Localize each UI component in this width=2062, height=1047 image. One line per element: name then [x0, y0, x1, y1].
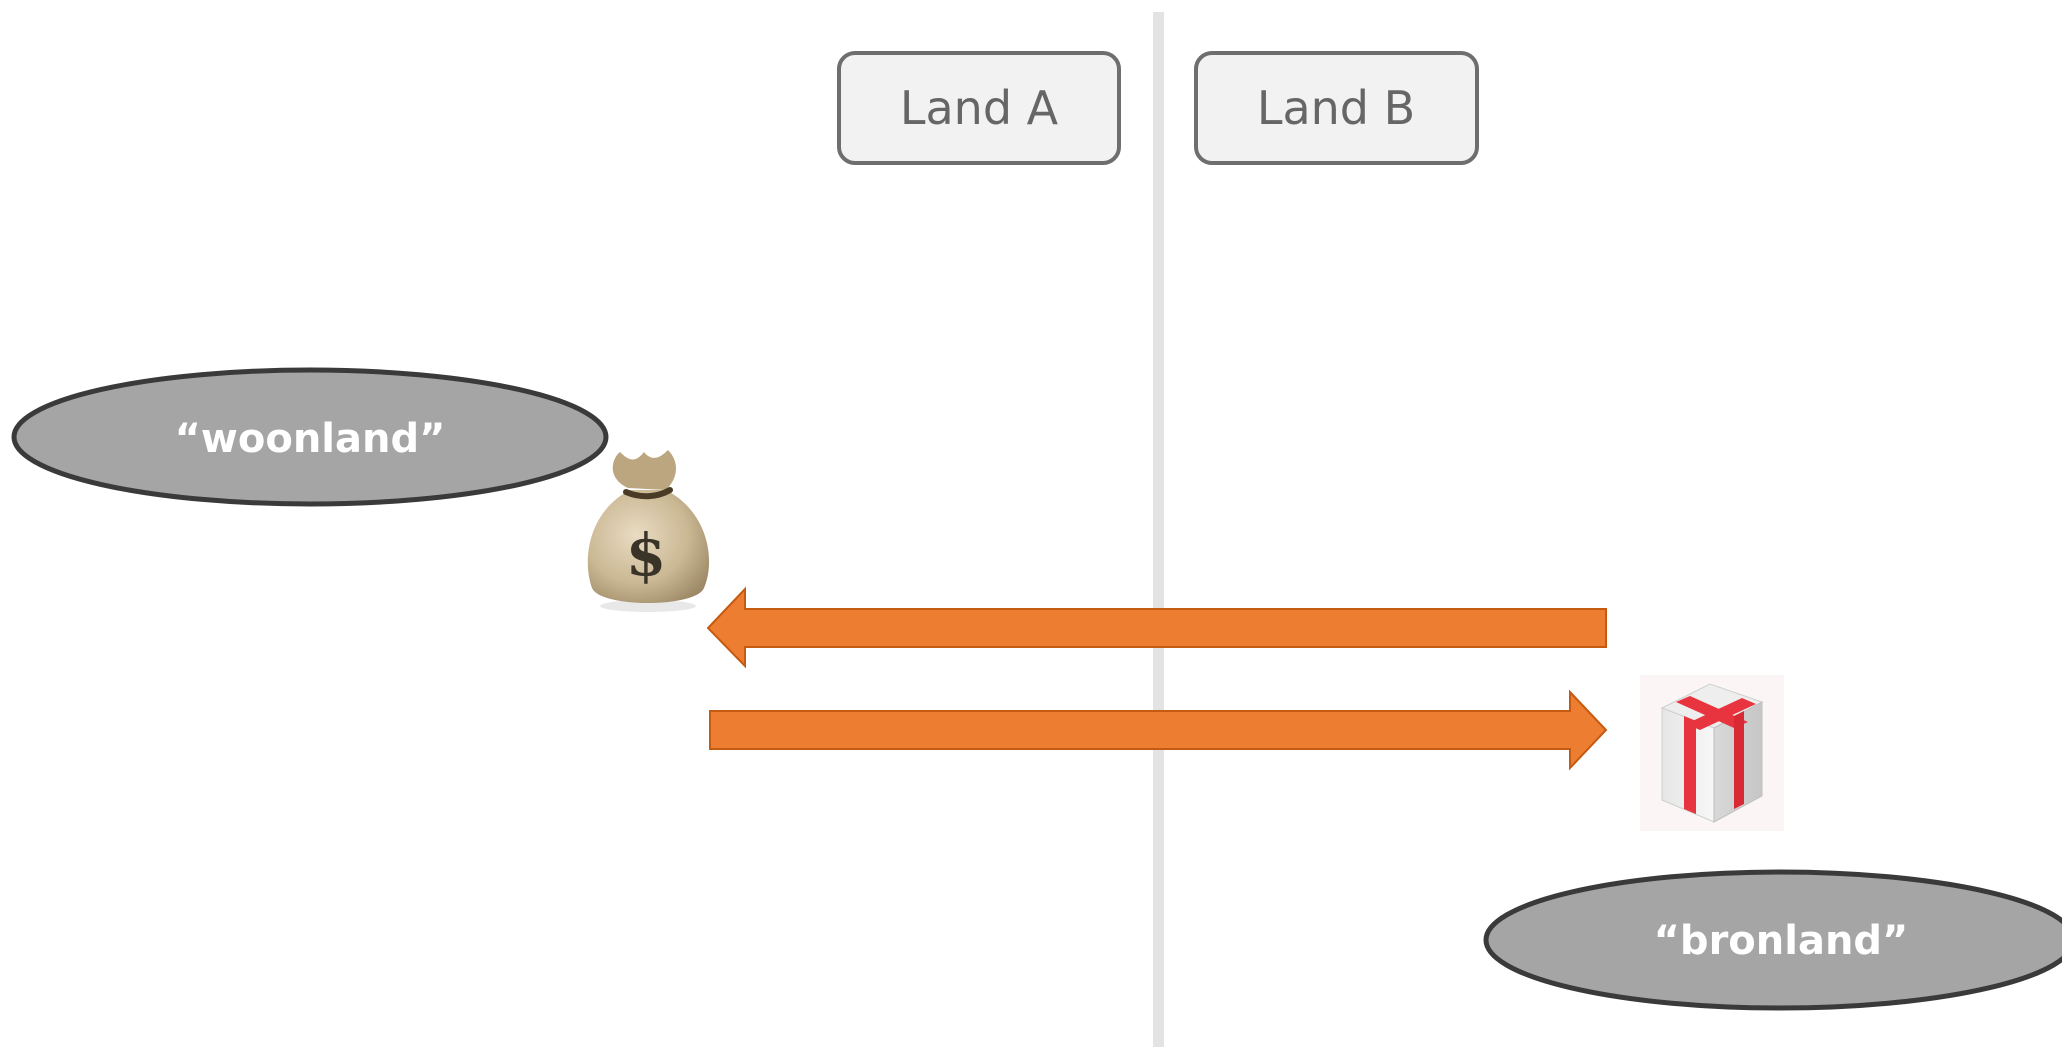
- svg-text:$: $: [626, 521, 666, 589]
- land-a-box: Land A: [837, 51, 1121, 165]
- woonland-label: “woonland”: [175, 416, 446, 462]
- money-bag-icon: $: [587, 450, 710, 612]
- bronland-label: “bronland”: [1654, 918, 1909, 964]
- goods-flow-arrow: [709, 689, 1608, 771]
- land-a-label: Land A: [900, 81, 1059, 135]
- woonland-oval: “woonland”: [11, 367, 609, 507]
- money-flow-arrow: [706, 586, 1607, 669]
- border-divider: [1153, 12, 1164, 1047]
- bronland-oval: “bronland”: [1483, 869, 2062, 1011]
- land-b-box: Land B: [1194, 51, 1479, 165]
- land-b-label: Land B: [1257, 81, 1415, 135]
- gift-box-icon: [1640, 675, 1784, 831]
